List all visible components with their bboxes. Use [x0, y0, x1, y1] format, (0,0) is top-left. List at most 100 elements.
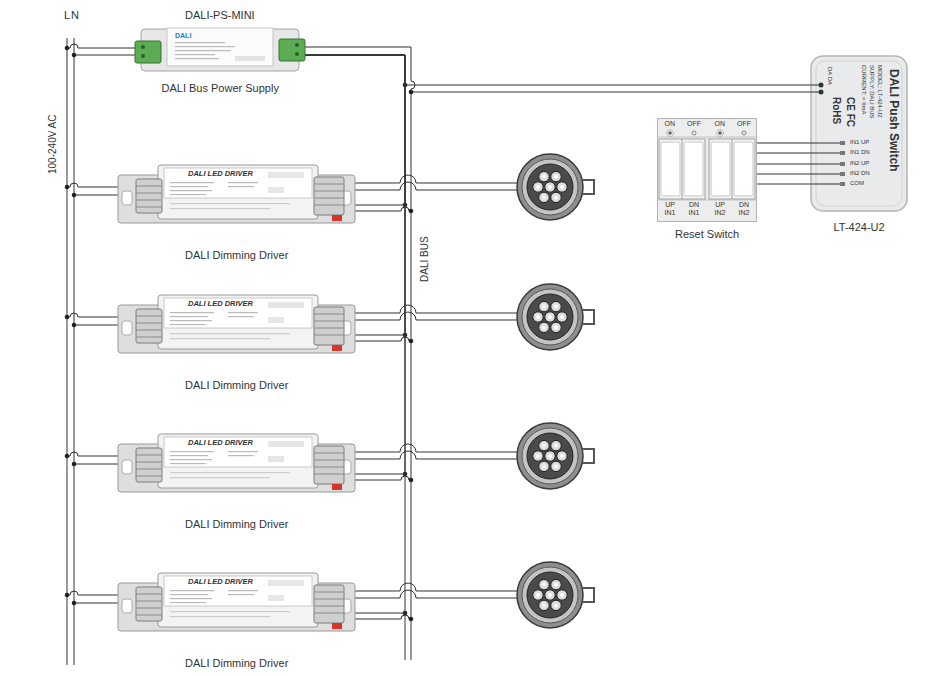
device-caption: LT-424-U2: [834, 221, 885, 234]
dali-bus-power-supply-art: [135, 28, 305, 71]
terminal-label: IN2 UP: [850, 160, 869, 167]
button-label: DN IN1: [683, 201, 705, 217]
reset-switch: ONOFFONOFFUP IN1DN IN1UP IN2DN IN2Reset …: [657, 118, 757, 222]
device-caption: Reset Switch: [675, 228, 739, 241]
bus-wire: [411, 92, 810, 93]
button-label: DN IN2: [733, 201, 755, 217]
junction-dot: [65, 185, 70, 190]
junction-dot: [409, 209, 414, 214]
dali-push-switch-art: [810, 56, 907, 211]
device-heading: DALI-PS-MINI: [185, 9, 255, 22]
brand-print: DALI: [175, 32, 191, 40]
junction-dot: [72, 53, 77, 58]
device-print: DALI LED DRIVER: [188, 439, 253, 448]
switch-wire: [757, 153, 810, 184]
switch-wire: [757, 164, 810, 165]
switch-state: OFF: [737, 120, 751, 128]
dali-push-switch: DALI Push SwitchMODEL: LT-424-U2SUPPLY: …: [810, 55, 908, 212]
terminal-label: COM: [850, 180, 864, 187]
device-print: DALI Push Switch: [886, 69, 900, 172]
dali-led-driver: DALI LED DRIVERDALI Dimming Driver: [118, 165, 355, 227]
downlight-symbol: [517, 284, 594, 350]
bus-wire: [405, 613, 406, 660]
cert-mark: CE FC: [845, 97, 857, 127]
dali-led-driver-art: [118, 165, 355, 223]
mains-wire: [74, 55, 135, 56]
junction-dot: [72, 193, 77, 198]
junction-dot: [65, 454, 70, 459]
switch-state: ON: [665, 120, 676, 128]
mains-wire: [67, 44, 135, 48]
junction-dot: [409, 617, 414, 622]
downlight-symbol: [517, 154, 594, 220]
junction-dot: [65, 593, 70, 598]
phase-label: L: [64, 9, 70, 22]
downlight-symbol: [517, 423, 594, 489]
device-caption: DALI Bus Power Supply: [162, 82, 279, 95]
device-caption: DALI Dimming Driver: [185, 518, 288, 531]
dali-bus-connector: [305, 55, 810, 85]
mains-wire: [67, 313, 118, 317]
cert-mark: RoHS: [831, 97, 843, 124]
dali-led-driver: DALI LED DRIVERDALI Dimming Driver: [118, 434, 355, 496]
device-print: DALI LED DRIVER: [188, 300, 253, 309]
device-print: DALI LED DRIVER: [188, 578, 253, 587]
mains-wire: [74, 38, 75, 665]
switch-wire: [757, 174, 810, 175]
spec-print: SUPPLY: DALI BUS: [868, 65, 875, 119]
switch-wire: [757, 184, 810, 185]
junction-dot: [72, 323, 77, 328]
dali-bus-power-supply-art: [135, 25, 305, 75]
downlight-symbol: [517, 562, 594, 628]
mains-wire: [74, 195, 118, 196]
junction-dot: [65, 46, 414, 622]
device-caption: DALI Dimming Driver: [185, 657, 288, 670]
dali-led-driver-art: [118, 573, 355, 631]
mains-wire: [67, 591, 118, 595]
supply-voltage-label: 100-240V AC: [47, 115, 59, 175]
mains-wire: [74, 603, 118, 604]
lamp-wire: [355, 305, 517, 313]
bus-wire: [355, 476, 411, 480]
dali-led-driver: DALI LED DRIVERDALI Dimming Driver: [118, 573, 355, 635]
junction-dot: [409, 90, 414, 95]
mains-wire: [74, 464, 118, 465]
terminal-label: DA DA: [826, 67, 833, 85]
mains-wire: [67, 452, 118, 456]
junction-dot: [65, 46, 70, 51]
device-caption: DALI Dimming Driver: [185, 379, 288, 392]
dali-led-driver: DALI LED DRIVERDALI Dimming Driver: [118, 295, 355, 357]
junction-dot: [65, 315, 70, 320]
device-caption: DALI Dimming Driver: [185, 249, 288, 262]
junction-dot: [72, 601, 77, 606]
bus-wire: [305, 47, 810, 660]
dali-led-driver-art: [118, 434, 355, 492]
dali-led-driver-art: [118, 295, 355, 353]
reset-switch-art: [658, 119, 757, 222]
switch-wire: [757, 153, 810, 154]
bus-wire: [355, 337, 411, 341]
bus-wire: [355, 615, 411, 619]
button-label: UP IN2: [709, 201, 731, 217]
switch-state: ON: [715, 120, 726, 128]
dali-bus-connector: [757, 143, 810, 144]
spec-print: MODEL: LT-424-U2: [876, 65, 883, 118]
neutral-label: N: [71, 9, 79, 22]
mains-wire: [74, 325, 118, 326]
dali-bus-power-supply: DALI-PS-MINIDALIDALI Bus Power Supply: [135, 25, 305, 75]
mains-wire: [67, 38, 68, 665]
lamp-wire: [355, 583, 517, 591]
lamp-wire: [355, 312, 517, 320]
lamp-wire: [355, 451, 517, 459]
button-label: UP IN1: [659, 201, 681, 217]
junction-dot: [409, 478, 414, 483]
switch-state: OFF: [687, 120, 701, 128]
lamp-wire: [355, 590, 517, 598]
terminal-label: IN1 UP: [850, 139, 869, 146]
lamp-wire: [355, 182, 517, 190]
terminal-label: IN1 DN: [850, 149, 870, 156]
lamp-wire: [355, 444, 517, 452]
mains-wire: [67, 183, 118, 187]
bus-wire: [355, 207, 411, 211]
lamp-wire: [355, 175, 517, 183]
